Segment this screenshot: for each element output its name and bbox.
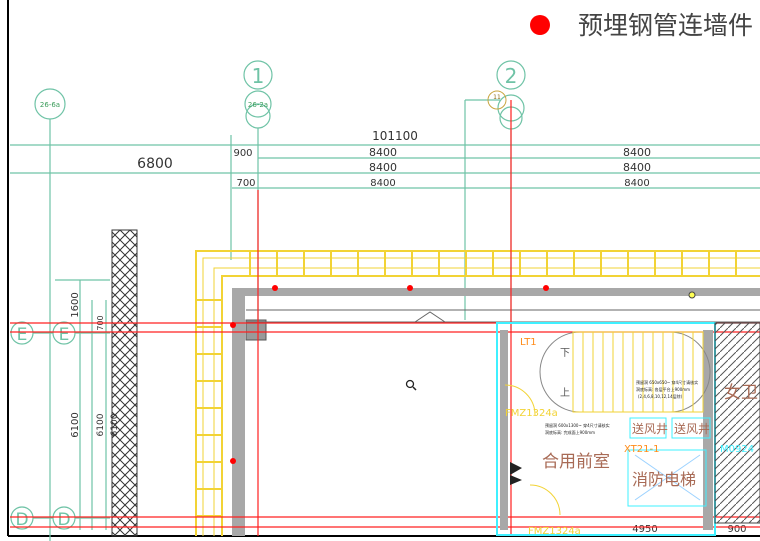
magnifier-cursor-icon (405, 379, 417, 391)
wall-top (232, 288, 760, 296)
detail-tag-label: 11 (493, 94, 501, 101)
scaffold-posts (196, 251, 737, 517)
column (245, 319, 267, 341)
label-door-3: M0924 (720, 444, 754, 455)
grid-bubble-26-6a: 26-6a (40, 101, 60, 109)
label-elevator: 消防电梯 (632, 470, 696, 489)
note: (2,4,6,8,10,12,14层除) (638, 393, 683, 399)
grid-bubble-e-left: E (17, 325, 28, 345)
dim-bay: 8400 (624, 178, 649, 189)
core-wall (500, 330, 508, 530)
shaft-box-2 (671, 417, 711, 439)
label-shaft-1: 送风井 (632, 421, 668, 436)
door-swing (529, 484, 561, 516)
dim-6800: 6800 (137, 156, 173, 172)
wall-tie-markers (230, 285, 549, 464)
dim-bay: 8400 (369, 146, 397, 159)
dim-900-bottom: 900 (727, 524, 746, 535)
label-shaft-2: 送风井 (674, 421, 710, 436)
point-marker (688, 291, 696, 299)
dim-6100: 6100 (96, 413, 106, 436)
red-reference-lines (10, 100, 760, 536)
label-elevator-tag: XT21-1 (624, 444, 659, 455)
grid-bubble-26-2a: 26-2a (248, 101, 268, 109)
core-wall (703, 330, 713, 530)
shaft-box-1 (629, 417, 667, 439)
elevator-cross (634, 454, 701, 501)
stair-outline (539, 331, 711, 413)
dim-bay: 8400 (370, 178, 395, 189)
legend-label: 预埋钢管连墙件 (578, 11, 753, 40)
door-swing (504, 384, 536, 416)
fire-hydrant-icon (510, 462, 522, 485)
detail-tag-icon (487, 90, 507, 110)
dim-4950: 4950 (632, 524, 657, 535)
hatched-wall (714, 322, 760, 524)
grid-bubble-d-right: D (57, 510, 70, 530)
dim-700: 700 (236, 178, 255, 189)
wall-left (232, 288, 245, 536)
note: 预留洞 600x1300~ 穿4尺寸请核实 (545, 422, 610, 428)
dim-6100: 6100 (70, 412, 81, 437)
stair-treads (582, 332, 694, 412)
label-door-2: FMZ1324a (528, 526, 581, 537)
elevator-shaft (627, 449, 707, 507)
label-down: 下 (560, 348, 570, 359)
grid-bubble-2: 2 (505, 64, 518, 88)
note: 洞底标高: 各层平台上900mm (636, 386, 690, 392)
stair-box (572, 331, 704, 413)
hatched-column (111, 229, 138, 537)
label-up: 上 (560, 387, 570, 399)
dim-1600: 1600 (70, 292, 81, 317)
note: 预留洞 650x650~ 穿4尺寸请核实 (636, 379, 698, 385)
break-mark (414, 311, 446, 323)
dim-bay: 8400 (369, 161, 397, 174)
grid-bubble-d-left: D (15, 510, 28, 530)
legend-marker-icon (530, 15, 550, 35)
dim-bay: 8400 (623, 146, 651, 159)
dim-bay: 8400 (623, 161, 651, 174)
grid-lines (10, 60, 760, 541)
dim-total: 101100 (372, 129, 418, 143)
label-lobby: 合用前室 (542, 452, 610, 472)
grid-bubble-1: 1 (252, 64, 265, 88)
dim-900: 900 (233, 148, 252, 159)
grid-bubble-e-right: E (59, 325, 70, 345)
label-door-1: FMZ1324a (505, 408, 558, 419)
note: 洞底标高: 完成面上900mm (545, 429, 595, 435)
label-side-room: 女卫 (724, 383, 758, 403)
label-lt1: LT1 (520, 337, 537, 348)
